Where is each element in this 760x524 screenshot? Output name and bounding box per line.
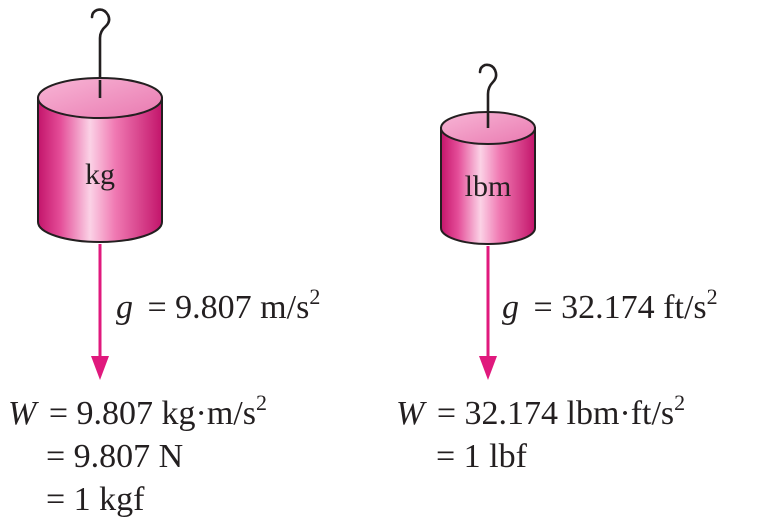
kg-gravity-arrow	[91, 244, 109, 380]
kg-gravity-label: g = 9.807 m/s2	[116, 284, 320, 326]
lbm-gravity-symbol: g	[502, 289, 519, 326]
kg-gravity-symbol: g	[116, 289, 133, 326]
kg-weight-line1-value: = 9.807 kg·m/s	[49, 395, 256, 432]
lbm-weight-line1-value: = 32.174 lbm·ft/s	[437, 395, 674, 432]
lbm-weight-symbol: W	[396, 395, 427, 432]
lbm-weight-line2: = 1 lbf	[436, 438, 528, 475]
kg-weight-label: kg	[85, 158, 115, 191]
lbm-gravity-label: g = 32.174 ft/s2	[502, 284, 718, 326]
kg-weight-line1-exponent: 2	[256, 390, 267, 415]
lbm-hook-icon	[478, 63, 498, 130]
lbm-gravity-value: = 32.174 ft/s	[534, 289, 707, 326]
lbm-cylinder-body	[440, 127, 536, 245]
lbm-weight-label: lbm	[465, 170, 512, 203]
kg-weight-line3: = 1 kgf	[46, 481, 145, 518]
lbm-gravity-exponent: 2	[707, 284, 718, 309]
kg-gravity-value: = 9.807 m/s	[148, 289, 310, 326]
lbm-weight: lbm	[440, 63, 536, 245]
kg-gravity-exponent: 2	[309, 284, 320, 309]
lbm-weight-line1-exponent: 2	[674, 390, 685, 415]
kg-hook-icon	[90, 8, 111, 100]
kg-cylinder-body	[37, 97, 163, 243]
kg-weight-line2: = 9.807 N	[46, 438, 183, 475]
kg-weight-symbol: W	[8, 395, 39, 432]
kg-weight: kg	[37, 8, 163, 243]
kg-weight-line1: W = 9.807 kg·m/s2	[8, 390, 267, 432]
lbm-gravity-arrow	[479, 246, 497, 380]
lbm-weight-line1: W = 32.174 lbm·ft/s2	[396, 390, 685, 432]
